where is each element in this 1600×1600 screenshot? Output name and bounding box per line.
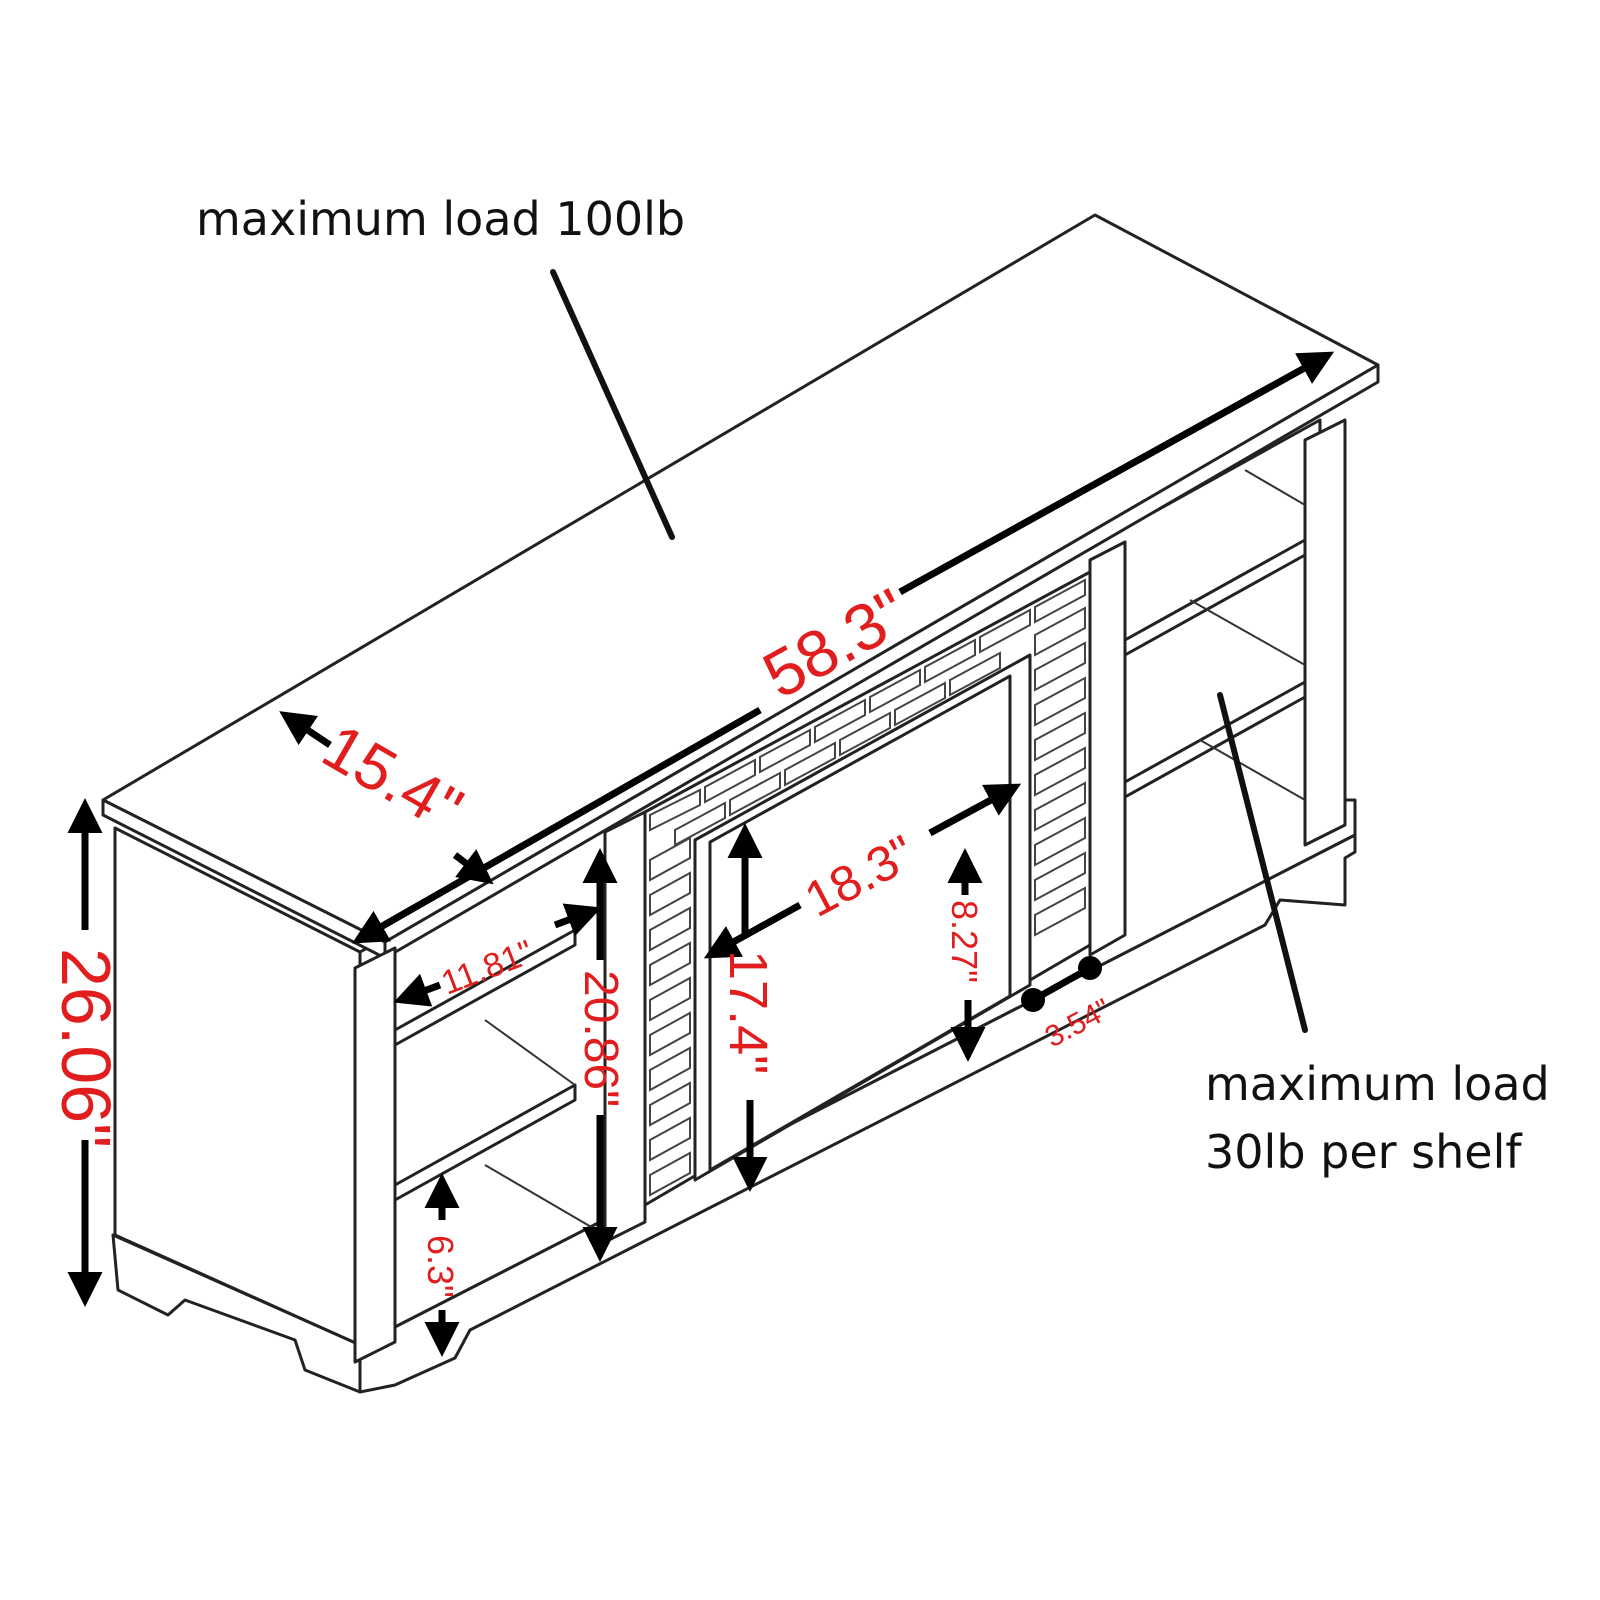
right-shelf-lower xyxy=(1123,680,1307,799)
depth-arrow-bottom xyxy=(452,849,494,885)
cutout-width-dot-left xyxy=(1021,988,1045,1012)
bottom-gap-dimension-label: 6.3" xyxy=(420,1235,461,1298)
shelf-load-callout: maximum load 30lb per shelf xyxy=(1205,1050,1550,1186)
shelf-load-line-2: 30lb per shelf xyxy=(1205,1125,1522,1179)
fireplace-width-arrow-left xyxy=(703,901,802,959)
top-load-callout: maximum load 100lb xyxy=(196,192,686,246)
fireplace-height-dimension-label: 17.4" xyxy=(718,950,778,1074)
shelf-load-line-1: maximum load xyxy=(1205,1057,1550,1111)
left-post xyxy=(353,946,397,1364)
fireplace-width-arrow-right xyxy=(928,783,1022,837)
left-shelf-upper xyxy=(393,928,577,1047)
shelf-depth-arrow-right xyxy=(553,903,602,937)
right-height-dimension-label: 8.27" xyxy=(944,900,985,983)
width-arrow-left xyxy=(351,706,762,944)
right-post xyxy=(1303,418,1347,847)
dimension-arrows xyxy=(67,351,1335,1357)
height-dimension-label: 26.06" xyxy=(47,948,125,1148)
brick-pattern xyxy=(649,578,1086,1197)
depth-arrow-top xyxy=(279,711,332,748)
cutout-width-dot-right xyxy=(1078,956,1102,980)
shelf-depth-arrow-left xyxy=(393,973,442,1007)
right-shelf-upper xyxy=(1123,538,1307,657)
fireplace-inner xyxy=(708,674,1012,1172)
left-divider-post xyxy=(603,810,647,1244)
right-divider-post xyxy=(1088,540,1127,957)
top-load-leader xyxy=(550,269,675,540)
opening-height-dimension-label: 20.86" xyxy=(574,970,627,1107)
width-arrow-right xyxy=(898,351,1335,596)
shelf-load-leader xyxy=(1217,692,1308,1033)
left-shelf-lower xyxy=(393,1083,577,1202)
